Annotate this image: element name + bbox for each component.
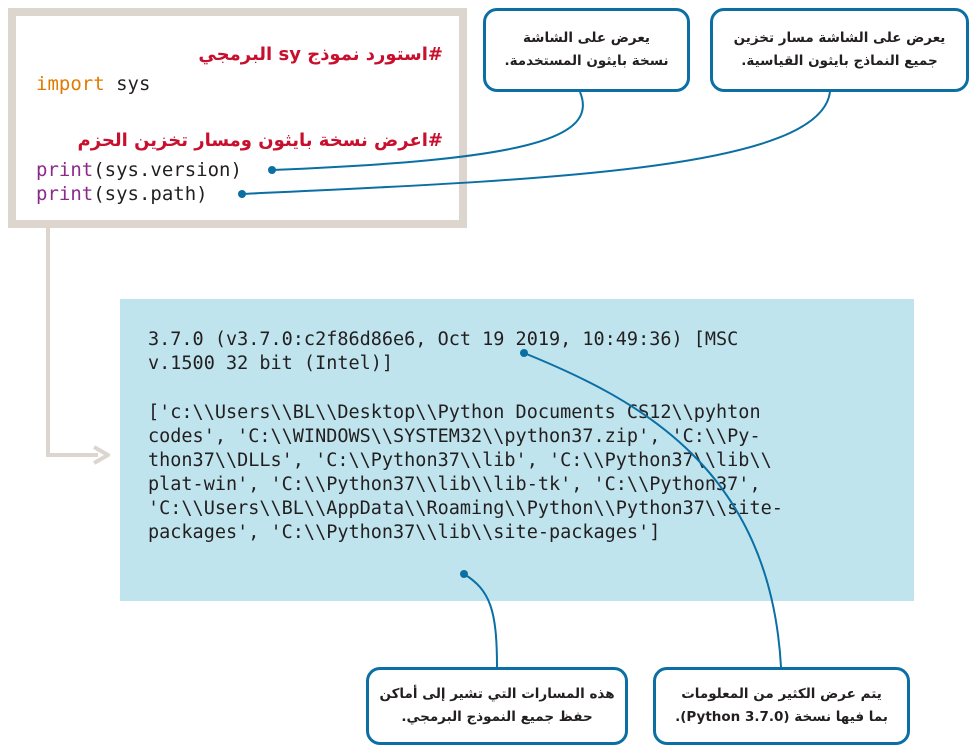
import-keyword: import: [36, 73, 105, 95]
import-module: sys: [104, 73, 151, 95]
code-line-print-path: print(sys.path): [36, 182, 208, 206]
callout-line: جميع النماذج بايثون القياسية.: [741, 53, 938, 69]
code-line-import: import sys: [36, 72, 150, 96]
connector-dot: [268, 166, 276, 174]
code-panel: #استورد نموذج sy البرمجي import sys #اعر…: [8, 8, 467, 228]
output-line: codes', 'C:\\WINDOWS\\SYSTEM32\\python37…: [148, 426, 761, 447]
callout-line: بما فيها نسخة (Python 3.7.0).: [675, 709, 888, 725]
callout-line: حفظ جميع النموذج البرمجي.: [401, 709, 593, 725]
connector-paths-meaning: [463, 573, 498, 668]
output-panel: 3.7.0 (v3.7.0:c2f86d86e6, Oct 19 2019, 1…: [120, 299, 914, 601]
code-comment-print: #اعرض نسخة بايثون ومسار تخزين الحزم: [77, 130, 443, 151]
callout-line: يعرض على الشاشة: [523, 30, 651, 46]
callout-version-info: يتم عرض الكثير من المعلومات بما فيها نسخ…: [653, 667, 910, 745]
print-path-function: print: [36, 183, 94, 205]
callout-path-screen: يعرض على الشاشة مسار تخزين جميع النماذج …: [710, 8, 969, 92]
code-comment-import: #استورد نموذج sy البرمجي: [198, 44, 443, 65]
print-version-args: (sys.version): [93, 159, 242, 181]
output-line: 'C:\\Users\\BL\\AppData\\Roaming\\Python…: [148, 498, 783, 519]
output-line: v.1500 32 bit (Intel)]: [148, 353, 394, 374]
connector-version-screen: [271, 91, 584, 171]
output-line: 3.7.0 (v3.7.0:c2f86d86e6, Oct 19 2019, 1…: [148, 329, 739, 350]
output-line: thon37\\DLLs', 'C:\\Python37\\lib', 'C:\…: [148, 450, 772, 471]
callout-version-screen: يعرض على الشاشة نسخة بايثون المستخدمة.: [483, 8, 690, 92]
output-line: ['c:\\Users\\BL\\Desktop\\Python Documen…: [148, 402, 761, 423]
output-line: packages', 'C:\\Python37\\lib\\site-pack…: [148, 522, 661, 543]
callout-line: نسخة بايثون المستخدمة.: [504, 53, 669, 69]
code-line-print-version: print(sys.version): [36, 158, 242, 182]
connector-dot: [460, 570, 468, 578]
connector-version-info: [523, 352, 782, 668]
connector-path-screen: [241, 91, 831, 195]
callout-paths-meaning: هذه المسارات التي تشير إلى أماكن حفظ جمي…: [366, 667, 628, 745]
connector-dot: [238, 190, 246, 198]
print-version-function: print: [36, 159, 94, 181]
callout-line: يعرض على الشاشة مسار تخزين: [733, 30, 946, 46]
flow-arrowhead-icon: [93, 445, 110, 465]
connector-dot: [520, 349, 528, 357]
flow-connector: [46, 226, 98, 457]
callout-line: هذه المسارات التي تشير إلى أماكن: [379, 686, 615, 702]
print-path-args: (sys.path): [93, 183, 208, 205]
callout-line: يتم عرض الكثير من المعلومات: [681, 686, 882, 702]
output-line: plat-win', 'C:\\Python37\\lib\\lib-tk', …: [148, 474, 761, 495]
